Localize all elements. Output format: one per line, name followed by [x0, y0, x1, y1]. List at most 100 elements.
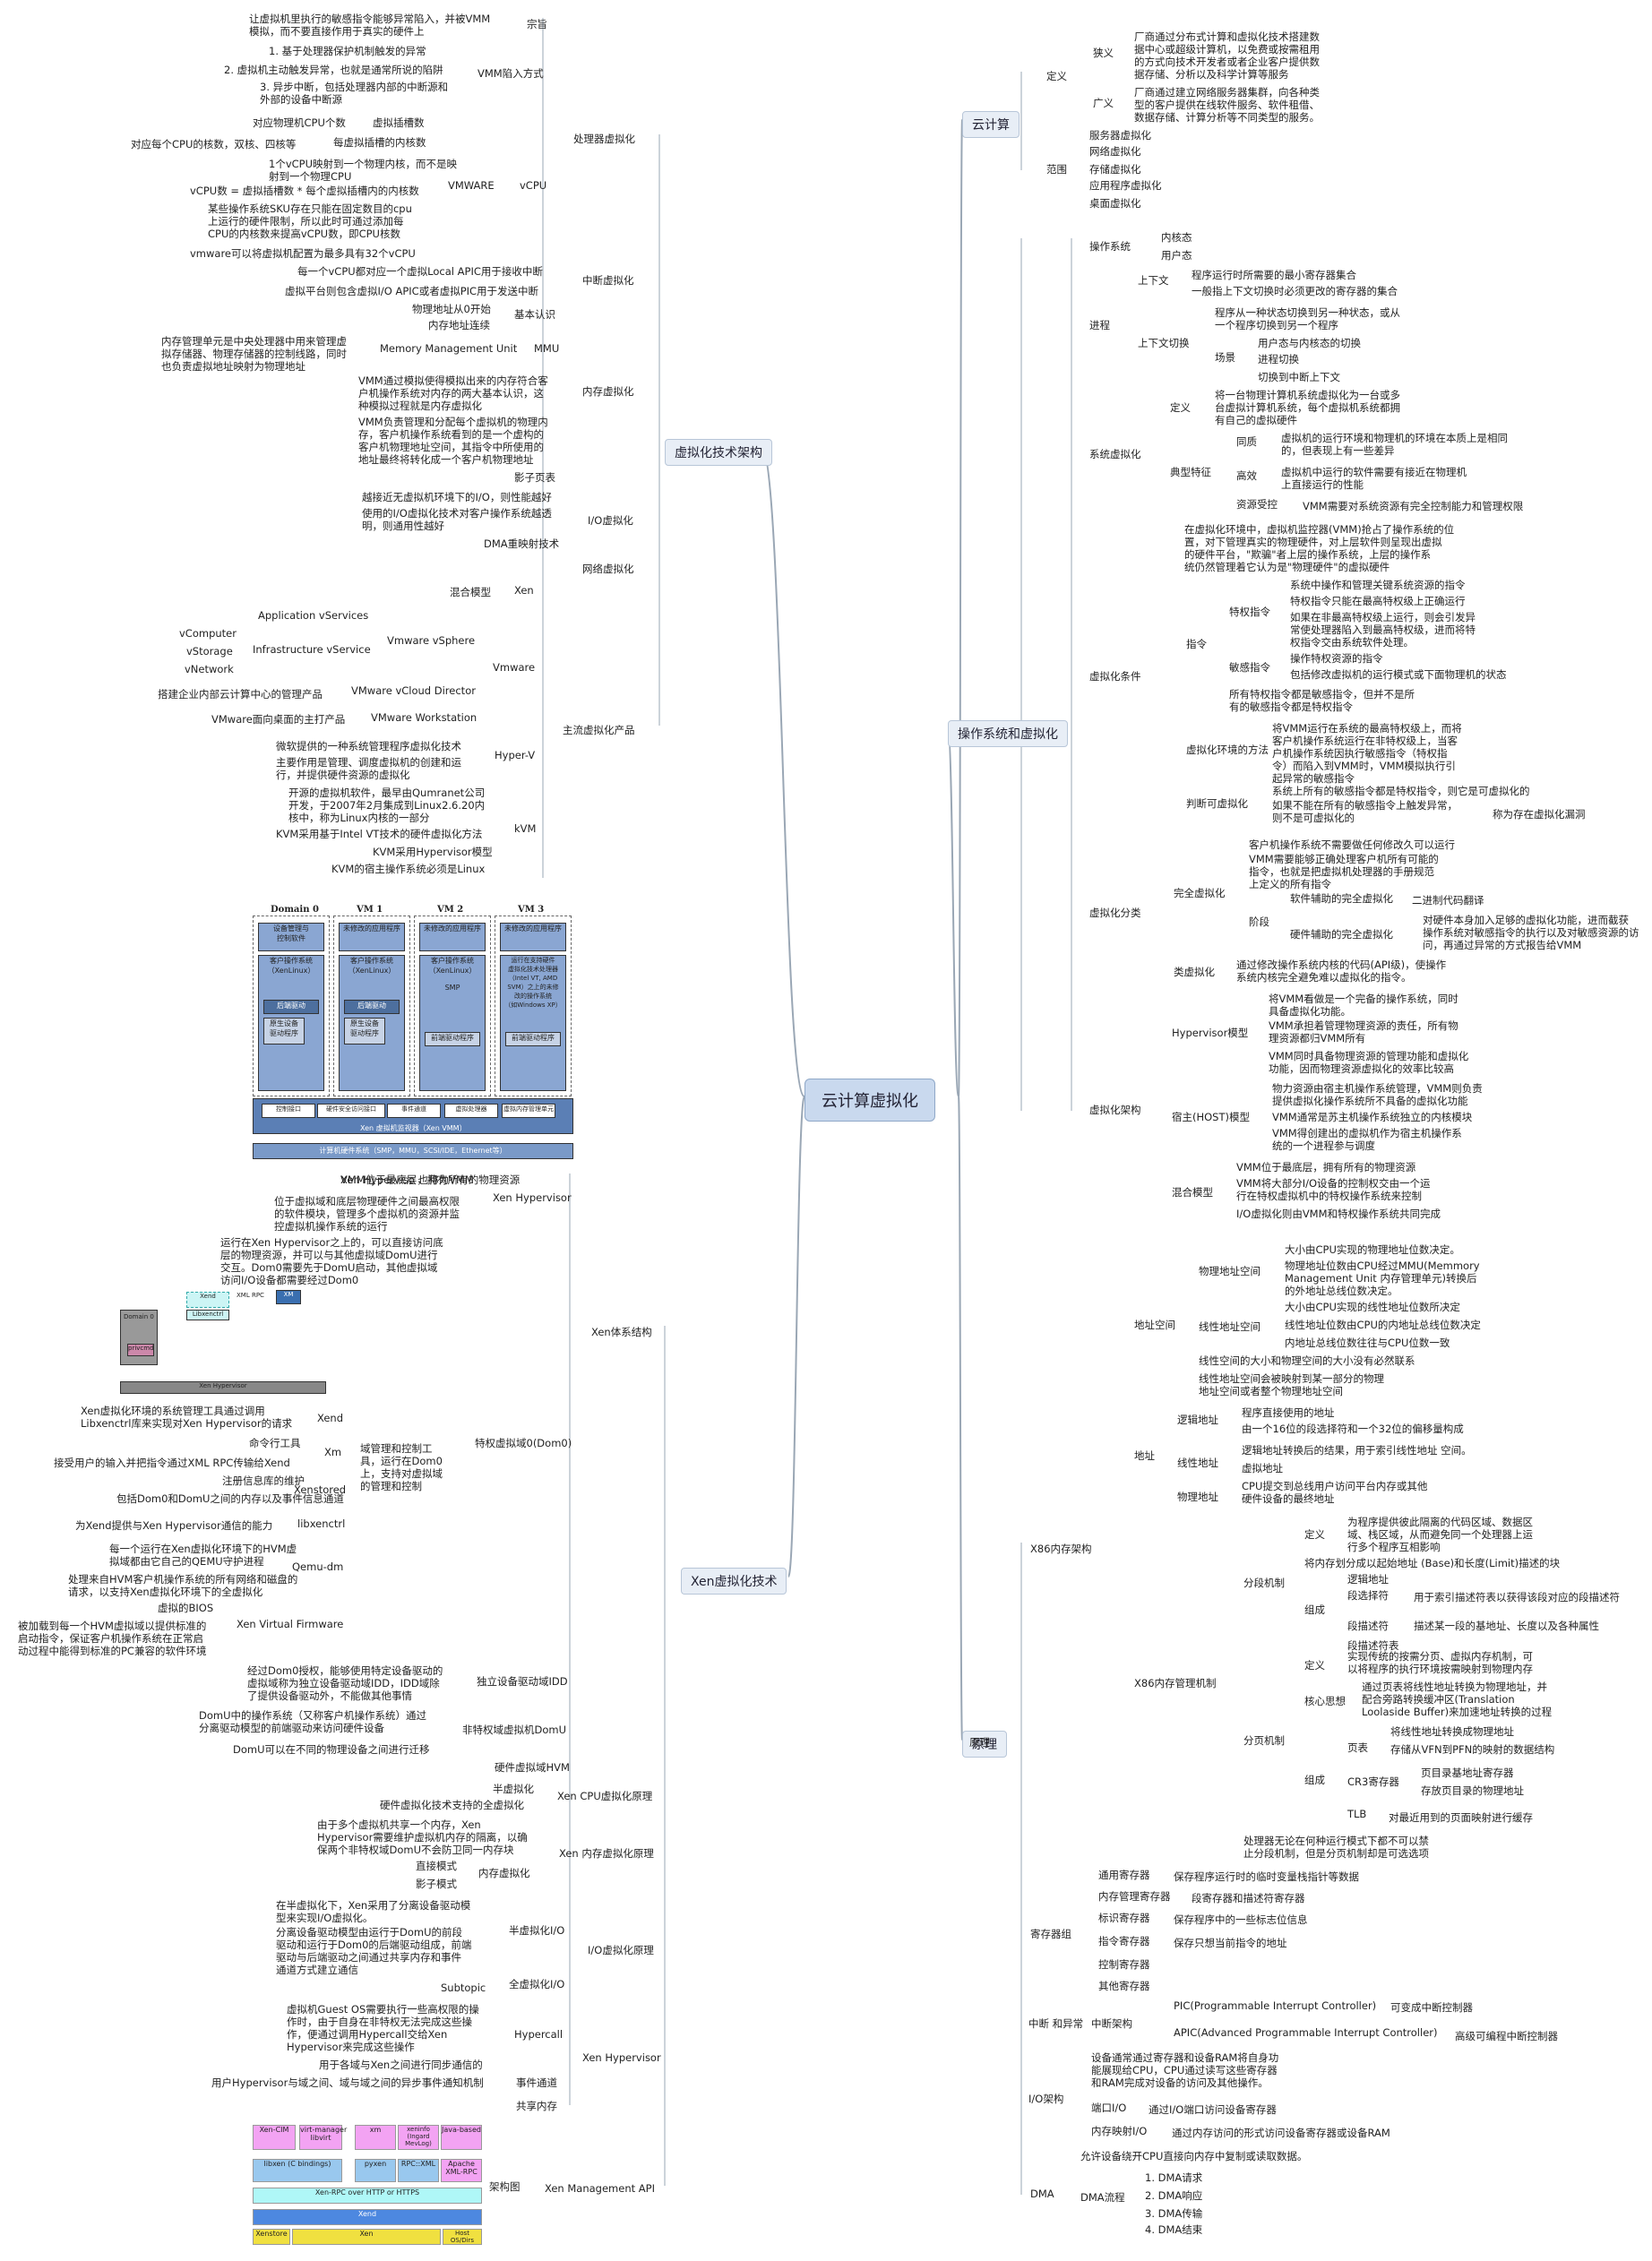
left-node[interactable]: DomU中的操作系统（又称客户机操作系统）通过 分离驱动模型的前端驱动来访问硬件…	[199, 1709, 427, 1734]
right-node[interactable]: 指令寄存器	[1098, 1935, 1150, 1947]
right-node[interactable]: 硬件辅助的完全虚拟化	[1290, 928, 1393, 941]
left-node[interactable]: VMM通过模拟使得模拟出来的内存符合客 户机操作系统对内存的两大基本认识，这 种…	[358, 374, 548, 412]
left-node[interactable]: VMM位于最底层，拥有所有的物理资源	[340, 1173, 521, 1186]
right-node[interactable]: 存储从VFN到PFN的映射的数据结构	[1390, 1743, 1555, 1756]
left-node[interactable]: 某些操作系统SKU存在只能在固定数目的cpu 上运行的硬件限制，所以此时可通过添…	[208, 202, 412, 240]
left-node[interactable]: KVM的宿主操作系统必须是Linux	[331, 863, 486, 875]
right-node[interactable]: 3. DMA传输	[1145, 2207, 1203, 2220]
right-node[interactable]: 描述某一段的基地址、长度以及各种属性	[1414, 1620, 1599, 1632]
left-node[interactable]: 经过Dom0授权，能够使用特定设备驱动的 虚拟域称为独立设备驱动域IDD，IDD…	[247, 1664, 443, 1702]
left-node[interactable]: VMware vCloud Director	[351, 684, 476, 697]
right-node[interactable]: 系统虚拟化	[1089, 448, 1141, 460]
right-node[interactable]: 上下文切换	[1138, 337, 1190, 349]
left-node[interactable]: 注册信息库的维护	[222, 1474, 305, 1487]
left-node[interactable]: 直接模式	[416, 1860, 457, 1872]
left-node[interactable]: libxenctrl	[297, 1517, 346, 1530]
left-node[interactable]: 分离设备驱动模型由运行于DomU的前段 驱动和运行于Dom0的后端驱动组成，前端…	[276, 1926, 472, 1976]
left-node[interactable]: vCPU	[520, 179, 547, 192]
right-node[interactable]: 称为存在虚拟化漏洞	[1493, 808, 1586, 821]
right-node[interactable]: 资源受控	[1236, 498, 1278, 511]
left-node[interactable]: 主流虚拟化产品	[563, 724, 635, 736]
right-node[interactable]: 高效	[1236, 469, 1257, 482]
right-node[interactable]: VMM需要对系统资源有完全控制能力和管理权限	[1303, 500, 1524, 512]
right-node[interactable]: 组成	[1304, 1774, 1325, 1786]
left-node[interactable]: VMware面向桌面的主打产品	[211, 713, 346, 726]
right-node[interactable]: I/O虚拟化则由VMM和特权操作系统共同完成	[1236, 1208, 1441, 1220]
left-node[interactable]: Xen 内存虚拟化原理	[559, 1847, 654, 1860]
left-node[interactable]: 在半虚拟化下，Xen采用了分离设备驱动模 型来实现I/O虚拟化。	[276, 1899, 471, 1924]
left-node[interactable]: 开源的虚拟机软件，最早由Qumranet公司 开发，于2007年2月集成到Lin…	[288, 787, 486, 824]
right-node[interactable]: 定义	[1170, 401, 1191, 414]
right-node[interactable]: X86内存架构	[1030, 1543, 1092, 1555]
right-node[interactable]: 内核态	[1161, 231, 1192, 244]
right-node[interactable]: 定义	[1304, 1528, 1325, 1541]
right-node[interactable]: 客户机操作系统不需要做任何修改久可以运行	[1249, 838, 1455, 851]
left-node[interactable]: Xen	[514, 584, 534, 597]
left-node[interactable]: Xen CPU虚拟化原理	[557, 1790, 653, 1802]
right-node[interactable]: 段描述符表	[1347, 1639, 1399, 1652]
right-node[interactable]: 混合模型	[1172, 1186, 1213, 1199]
left-node[interactable]: 基本认识	[514, 308, 555, 321]
right-node[interactable]: 将VMM运行在系统的最高特权级上，而将 客户机操作系统运行在非特权级上，当客 户…	[1272, 722, 1462, 785]
right-node[interactable]: 端口I/O	[1091, 2102, 1127, 2114]
left-node[interactable]: 每一个运行在Xen虚拟化环境下的HVM虚 拟域都由它自己的QEMU守护进程	[109, 1543, 297, 1568]
right-node[interactable]: 同质	[1236, 435, 1257, 448]
right-node[interactable]: 大小由CPU实现的物理地址位数决定。	[1285, 1243, 1460, 1256]
left-node[interactable]: 影子页表	[514, 471, 555, 484]
right-node[interactable]: 广义	[1093, 97, 1114, 109]
left-node[interactable]: vmware可以将虚拟机配置为最多具有32个vCPU	[190, 247, 416, 260]
left-node[interactable]: 越接近无虚拟机环境下的I/O，则性能越好	[362, 491, 552, 503]
left-node[interactable]: 使用的I/O虚拟化技术对客户操作系统越透 明，则通用性越好	[362, 507, 552, 532]
right-node[interactable]: 程序运行时所需要的最小寄存器集合	[1192, 269, 1356, 281]
left-node[interactable]: VMM负责管理和分配每个虚拟机的物理内 存，客户机操作系统看到的是一个虚构的 客…	[358, 416, 548, 466]
right-node[interactable]: 进程切换	[1258, 353, 1299, 365]
left-node[interactable]: 2. 虚拟机主动触发异常，也就是通常所说的陷阱	[224, 64, 443, 76]
right-node[interactable]: 虚拟地址	[1242, 1462, 1283, 1474]
left-node[interactable]: 运行在Xen Hypervisor之上的，可以直接访问底 层的物理资源，并可以与…	[220, 1236, 443, 1286]
right-node[interactable]: 地址	[1134, 1449, 1155, 1462]
right-node[interactable]: VMM位于最底层，拥有所有的物理资源	[1236, 1161, 1416, 1173]
right-node[interactable]: 可变成中断控制器	[1390, 2001, 1473, 2014]
right-node[interactable]: 定义	[1304, 1659, 1325, 1672]
left-node[interactable]: 3. 异步中断，包括处理器内部的中断源和 外部的设备中断源	[260, 81, 449, 106]
right-node[interactable]: 分段机制	[1243, 1577, 1285, 1589]
right-node[interactable]: 用户态与内核态的切换	[1258, 337, 1361, 349]
right-node[interactable]: 虚拟化架构	[1089, 1104, 1141, 1116]
left-node[interactable]: 对应每个CPU的核数，双核、四核等	[131, 138, 297, 150]
right-node[interactable]: 为程序提供彼此隔离的代码区域、数据区 域、栈区域，从而避免同一个处理器上运 行多…	[1347, 1516, 1533, 1553]
left-node[interactable]: 事件通道	[516, 2076, 557, 2089]
left-node[interactable]: Xend	[317, 1412, 344, 1424]
right-node[interactable]: 应用程序虚拟化	[1089, 179, 1162, 192]
right-node[interactable]: 保存程序运行时的临时变量栈指针等数据	[1174, 1870, 1359, 1883]
left-node[interactable]: 独立设备驱动域IDD	[477, 1675, 568, 1688]
right-node[interactable]: 其他寄存器	[1098, 1980, 1150, 1992]
left-node[interactable]: VMware Workstation	[371, 711, 478, 724]
right-node[interactable]: 实现传统的按需分页、虚拟内存机制，可 以将程序的执行环境按需映射到物理内存	[1347, 1650, 1533, 1675]
left-node[interactable]: I/O虚拟化	[588, 514, 633, 527]
right-node[interactable]: 段选择符	[1347, 1589, 1389, 1602]
left-node[interactable]: 处理来自HVM客户机操作系统的所有网络和磁盘的 请求，以支持Xen虚拟化环境下的…	[68, 1573, 298, 1598]
left-node[interactable]: 物理地址从0开始	[412, 303, 491, 315]
right-node[interactable]: 通过修改操作系统内核的代码(API级)，使操作 系统内核完全避免难以虚拟化的指令…	[1236, 959, 1447, 984]
left-node[interactable]: 用户Hypervisor与域之间、域与域之间的异步事件通知机制	[211, 2076, 484, 2089]
right-node[interactable]: 线性地址	[1177, 1457, 1218, 1469]
right-node[interactable]: 设备通常通过寄存器和设备RAM将自身功 能展现给CPU，CPU通过读写这些寄存器…	[1091, 2051, 1279, 2089]
left-node[interactable]: KVM采用Hypervisor模型	[373, 846, 493, 858]
right-node[interactable]: 将内存划分成以起始地址 (Base)和长度(Limit)描述的块	[1304, 1557, 1561, 1569]
right-node[interactable]: 将线性地址转换成物理地址	[1390, 1725, 1514, 1738]
left-node[interactable]: Xen体系结构	[591, 1326, 652, 1338]
right-node[interactable]: 系统上所有的敏感指令都是特权指令，则它是可虚拟化的	[1272, 785, 1530, 797]
right-node[interactable]: I/O架构	[1028, 2093, 1064, 2105]
right-node[interactable]: 宿主(HOST)模型	[1172, 1111, 1250, 1123]
right-node[interactable]: 存放页目录的物理地址	[1421, 1784, 1524, 1797]
right-node[interactable]: APIC(Advanced Programmable Interrupt Con…	[1174, 2026, 1438, 2039]
left-node[interactable]: vComputer	[179, 627, 237, 640]
right-node[interactable]: 页目录基地址寄存器	[1421, 1767, 1514, 1779]
right-node[interactable]: 判断可虚拟化	[1186, 797, 1248, 810]
left-node[interactable]: 由于多个虚拟机共享一个内存，Xen Hypervisor需要维护虚拟机内存的隔离…	[317, 1818, 528, 1856]
left-node[interactable]: Hyper-V	[495, 749, 536, 761]
left-node[interactable]: Xenstored	[294, 1483, 347, 1496]
left-node[interactable]: KVM采用基于Intel VT技术的硬件虚拟化方法	[276, 828, 483, 840]
right-node[interactable]: 定义	[1046, 70, 1067, 82]
branch-principle[interactable]: 原理	[962, 1731, 1007, 1758]
